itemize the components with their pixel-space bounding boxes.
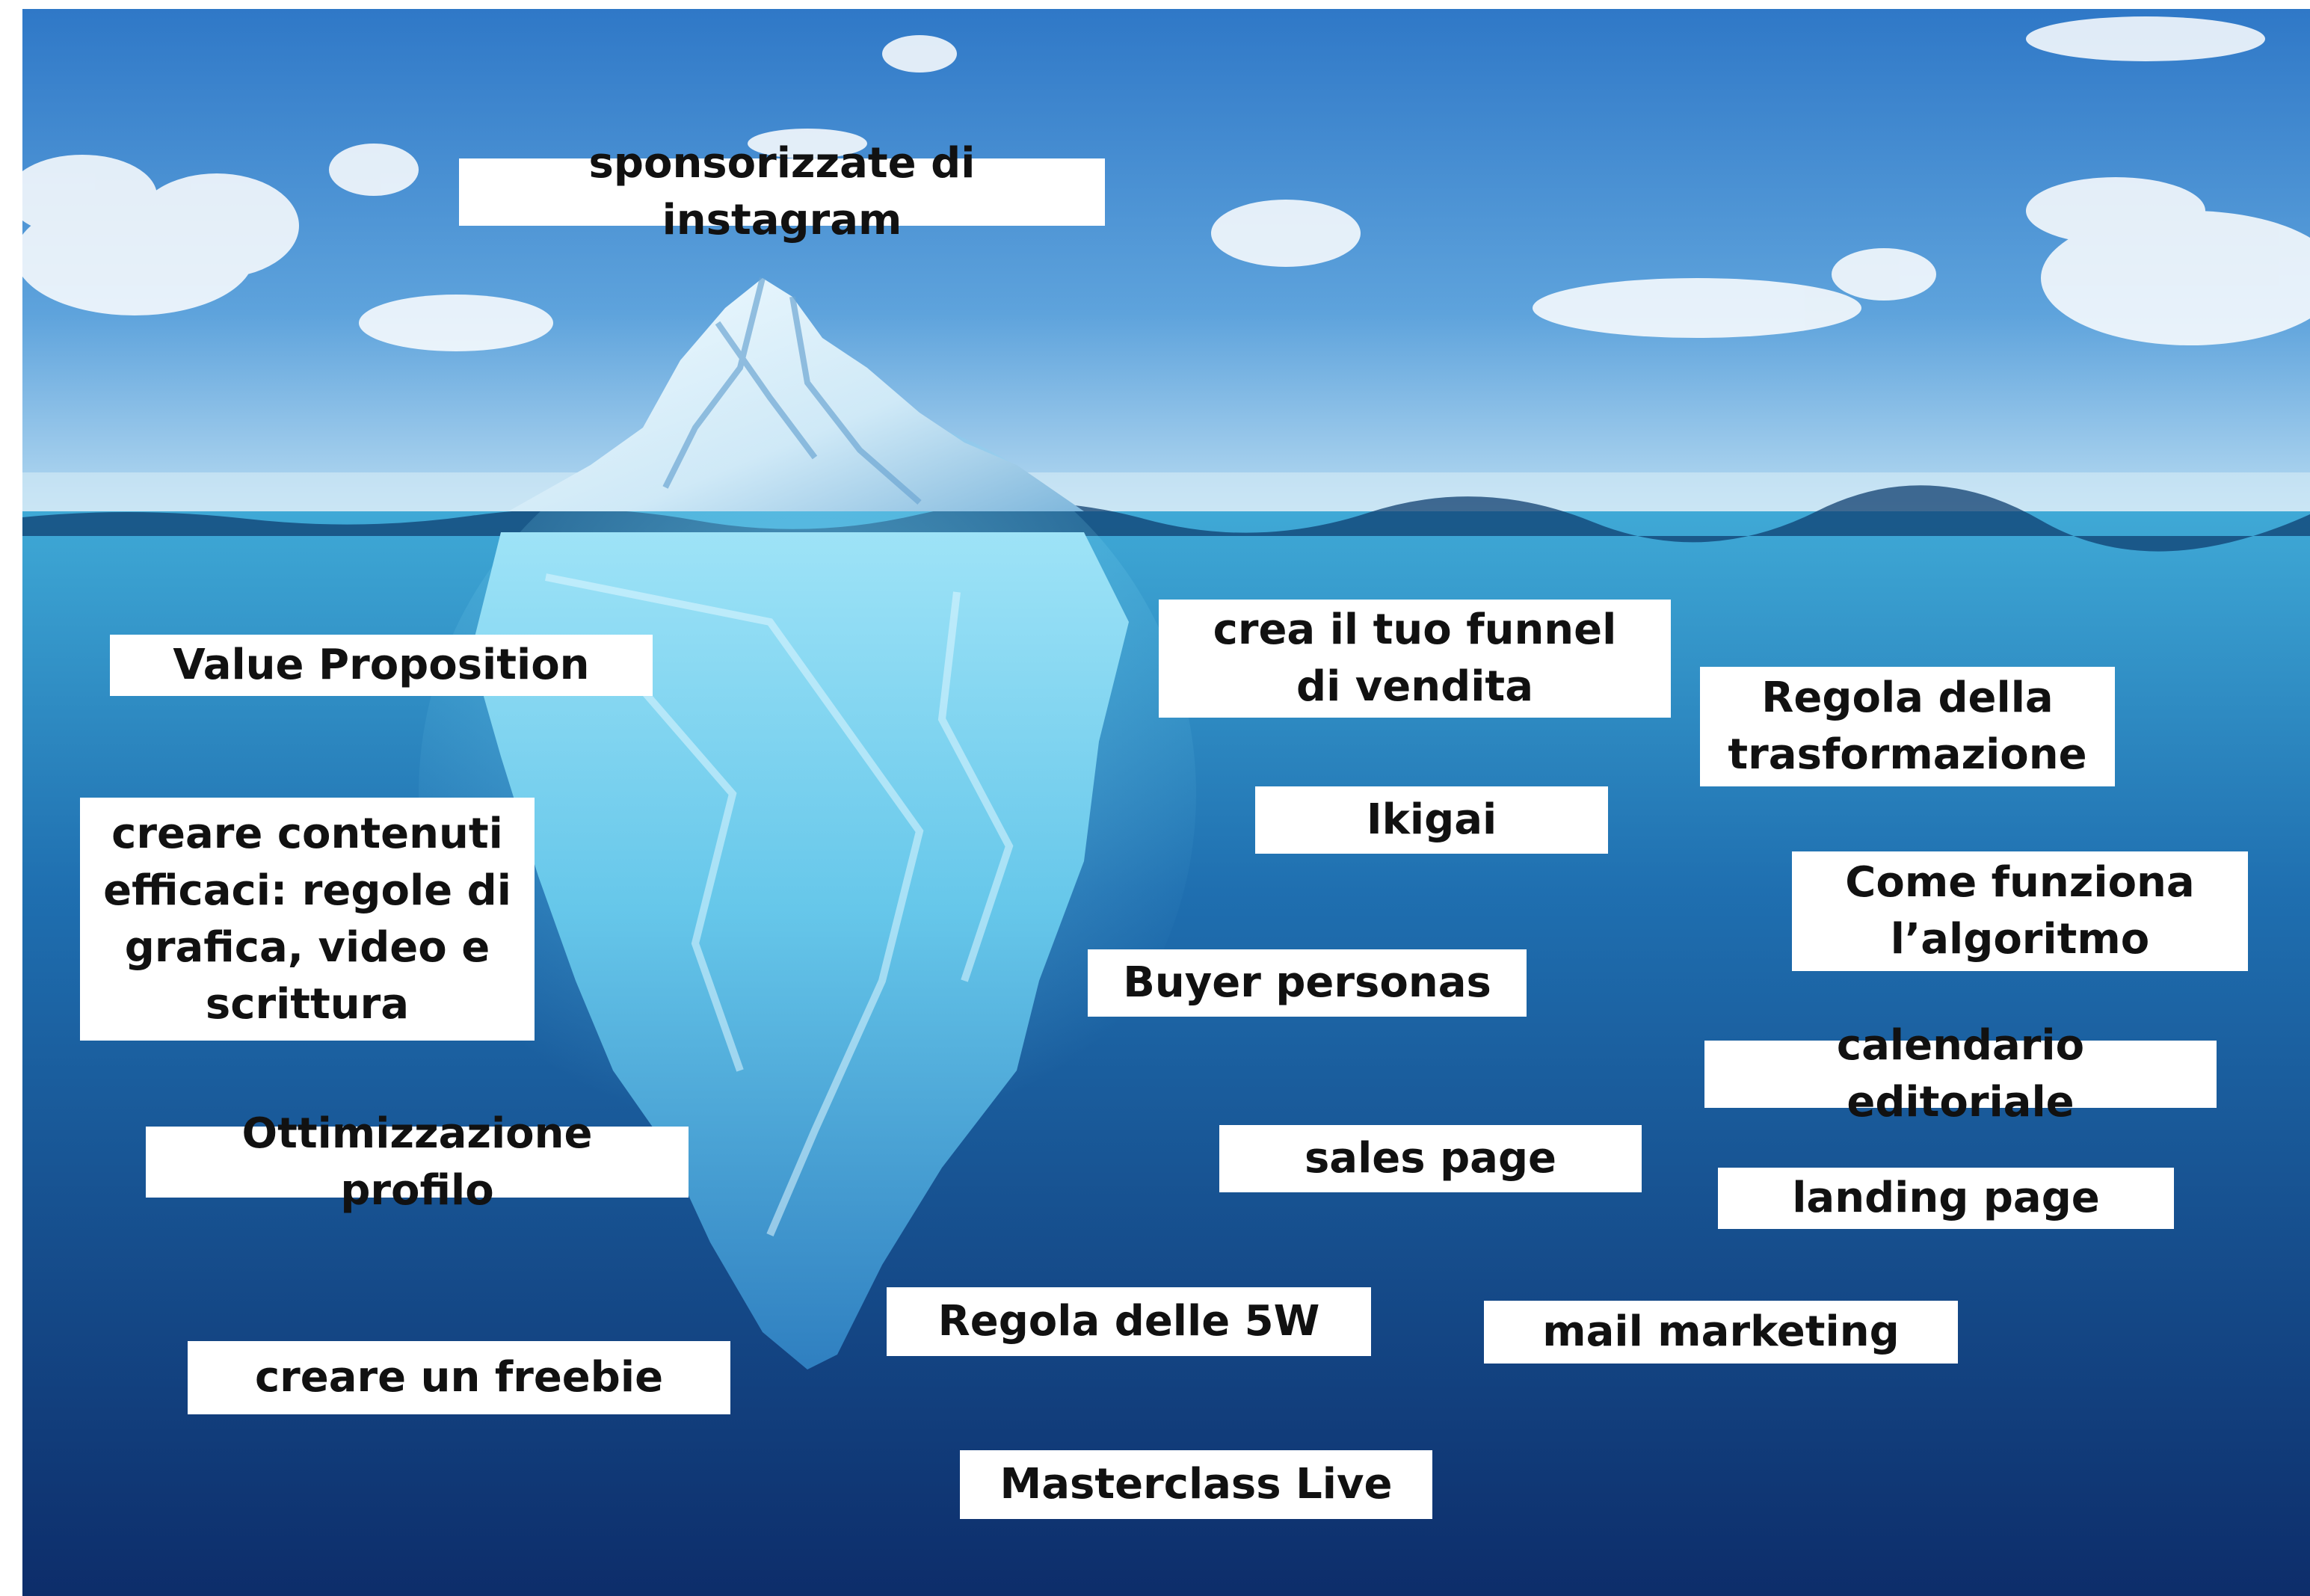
label-transformation-rule: Regola della trasformazione <box>1700 667 2115 786</box>
label-funnel: crea il tuo funnel di vendita <box>1159 600 1671 718</box>
label-algorithm: Come funziona l’algoritmo <box>1792 851 2248 971</box>
label-buyer-personas: Buyer personas <box>1088 949 1527 1017</box>
label-five-w-rule: Regola delle 5W <box>887 1287 1371 1356</box>
label-mail-marketing: mail marketing <box>1484 1301 1958 1364</box>
label-profile-optimization: Ottimizzazione profilo <box>146 1109 689 1215</box>
label-value-proposition: Value Proposition <box>110 635 653 696</box>
label-editorial-calendar: calendario editoriale <box>1704 1021 2217 1127</box>
label-instagram-ads: sponsorizzate di instagram <box>459 139 1105 244</box>
label-masterclass: Masterclass Live <box>960 1450 1432 1519</box>
label-ikigai: Ikigai <box>1255 786 1608 854</box>
label-sales-page: sales page <box>1219 1125 1642 1192</box>
label-landing-page: landing page <box>1718 1168 2174 1229</box>
label-freebie: creare un freebie <box>188 1341 730 1414</box>
iceberg-scene: sponsorizzate di instagram Value Proposi… <box>22 9 2310 1596</box>
label-content-rules: creare contenuti efficaci: regole di gra… <box>80 798 535 1041</box>
